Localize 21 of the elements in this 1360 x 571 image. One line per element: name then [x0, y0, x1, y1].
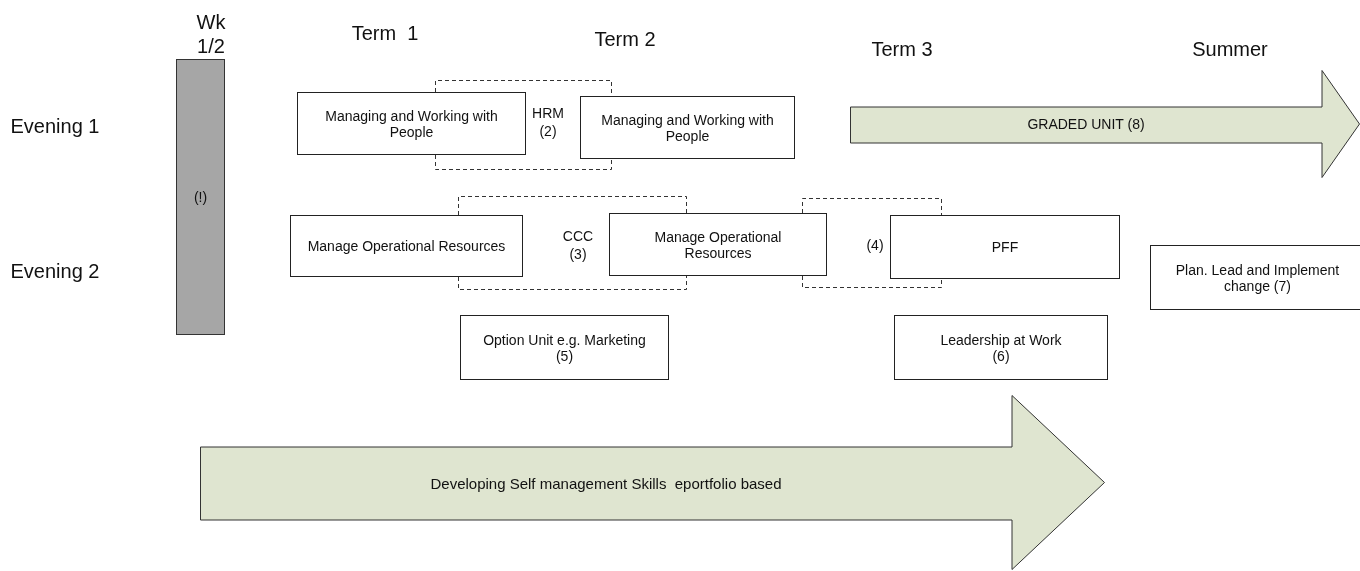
column-heading: Term 2: [593, 28, 657, 51]
week-bar: (!): [176, 59, 225, 335]
column-heading: Summer: [1191, 38, 1269, 61]
row-heading: Evening 1: [9, 115, 101, 138]
row-heading: Evening 2: [9, 260, 101, 283]
unit-label: CCC (3): [561, 227, 595, 264]
unit-box: Manage Operational Resources: [609, 213, 827, 276]
unit-box: PFF: [890, 215, 1120, 279]
column-heading: Term 1: [350, 22, 420, 45]
unit-box: Managing and Working with People: [297, 92, 526, 155]
unit-box: Plan. Lead and Implement change (7): [1150, 245, 1360, 310]
column-heading: Term 3: [870, 38, 934, 61]
arrow-label: Developing Self management Skills eportfolio based: [429, 474, 783, 492]
unit-box: Managing and Working with People: [580, 96, 795, 159]
unit-label: (4): [865, 236, 885, 255]
unit-box: Leadership at Work (6): [894, 315, 1108, 380]
column-heading: Wk 1/2: [195, 10, 227, 58]
unit-label: HRM (2): [531, 104, 565, 141]
arrow-label: GRADED UNIT (8): [1026, 116, 1146, 132]
unit-box: Option Unit e.g. Marketing (5): [460, 315, 669, 380]
unit-box: Manage Operational Resources: [290, 215, 523, 277]
